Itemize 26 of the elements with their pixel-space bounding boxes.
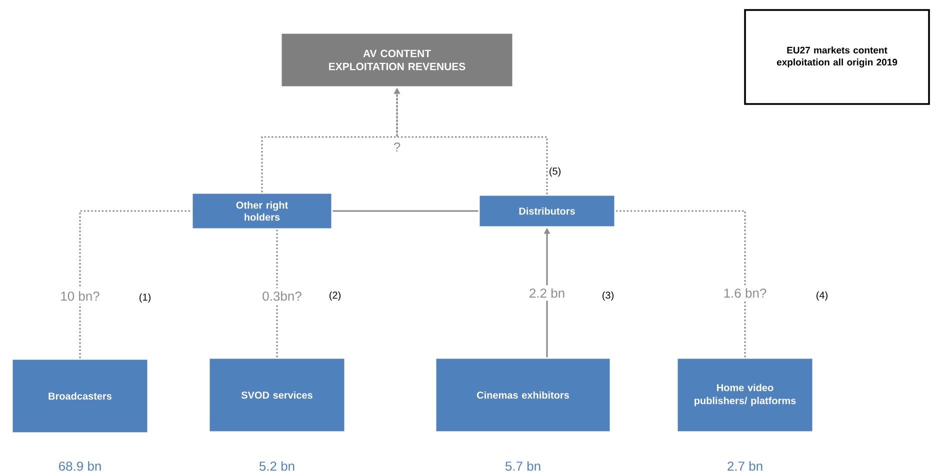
market-box: Cinemas exhibitors [434,357,612,433]
value-label: 5.7 bn [505,461,540,471]
edge-label: ? [390,139,404,155]
note-number: (4) [816,291,828,301]
note-number: (3) [602,291,614,301]
connector [332,210,478,212]
entity-box: Distributors [478,194,616,228]
value-label: 2.7 bn [728,461,762,471]
edge-label: 2.2 bn [526,285,568,301]
note-number: (5) [550,167,560,177]
value-label: 5.2 bn [259,461,294,471]
edge-label: 10 bn? [57,288,103,304]
connector [616,210,746,358]
connector [79,210,192,358]
title-box: AV CONTENT EXPLOITATION REVENUES [280,32,514,88]
note-number: (2) [330,291,340,301]
market-box: SVOD services [208,357,346,433]
note-number: (1) [140,293,150,303]
entity-box: Other right holders [191,192,333,230]
info-box: EU27 markets content exploitation all origin 2019 [744,9,930,105]
edge-label: 0.3bn? [259,288,305,304]
market-box: Home video publishers/ platforms [676,357,814,433]
market-box: Broadcasters [11,358,149,434]
connector [276,230,278,358]
edge-label: 1.6 bn? [720,285,770,301]
value-label: 68.9 bn [58,461,101,471]
